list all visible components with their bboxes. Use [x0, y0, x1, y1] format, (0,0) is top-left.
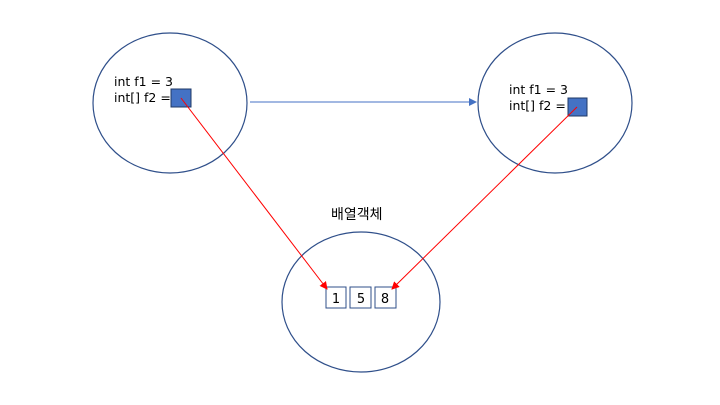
- right-field-f1: int f1 = 3: [509, 82, 568, 97]
- right-reference-arrow: [391, 106, 578, 290]
- array-cell-value-0: 1: [332, 292, 340, 307]
- array-object-ellipse: [281, 231, 441, 373]
- left-field-f2: int[] f2 =: [114, 90, 171, 105]
- left-reference-arrow: [180, 97, 328, 290]
- array-cell-value-2: 8: [381, 292, 389, 307]
- array-cell-value-1: 5: [357, 292, 365, 307]
- left-object-ellipse: [92, 32, 248, 174]
- array-cell-box-0: [325, 286, 347, 309]
- array-cell-box-1: [349, 286, 372, 309]
- left-field-f1: int f1 = 3: [114, 74, 173, 89]
- right-field-f2: int[] f2 =: [509, 98, 566, 113]
- array-title: 배열객체: [331, 207, 383, 223]
- array-cell-box-2: [374, 286, 397, 309]
- right-object-ellipse: [477, 32, 633, 174]
